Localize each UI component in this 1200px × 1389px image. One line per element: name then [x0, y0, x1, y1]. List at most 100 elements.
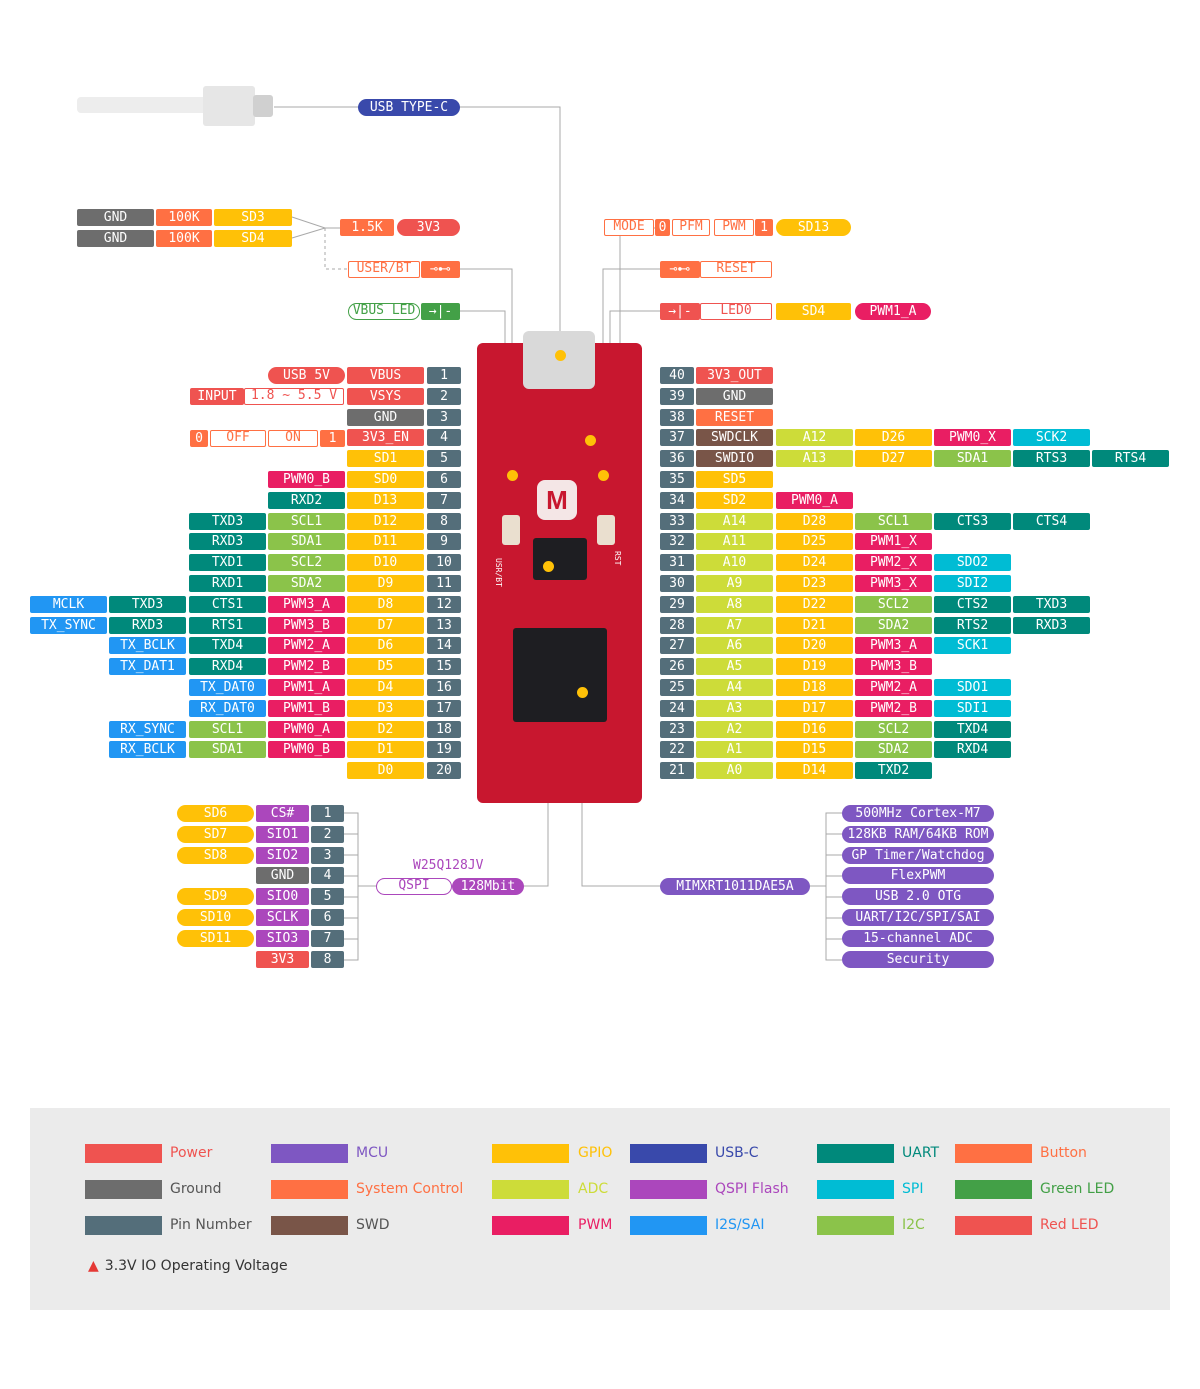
- pin-7-function: D13: [347, 491, 424, 509]
- legend-swatch-usbc: [630, 1144, 707, 1163]
- legend-label-i2c: I2C: [902, 1217, 925, 1233]
- pin-30-function: SDI2: [934, 575, 1011, 592]
- pin-12-function: D8: [347, 595, 424, 613]
- pin-27-function: A6: [696, 637, 773, 655]
- mcu-feature: USB 2.0 OTG: [842, 888, 994, 906]
- pin-number-27: 27: [660, 637, 694, 655]
- pin-11-function: SDA2: [268, 575, 345, 592]
- pin-16-function: D4: [347, 679, 424, 696]
- pin-14-function: TXD4: [189, 637, 266, 655]
- pin-number-18: 18: [427, 720, 461, 738]
- pin-25-function: A4: [696, 679, 773, 696]
- legend-label-mcu: MCU: [356, 1145, 389, 1161]
- pin-24-function: A3: [696, 699, 773, 717]
- legend-swatch-pinnum: [85, 1216, 162, 1235]
- pin-number-40: 40: [660, 367, 694, 384]
- qspi-label: QSPI: [376, 878, 452, 895]
- pin-number-25: 25: [660, 679, 694, 696]
- pin-13-function: PWM3_B: [268, 616, 345, 634]
- pin-number-9: 9: [427, 533, 461, 551]
- legend-label-adc: ADC: [578, 1181, 609, 1197]
- pin-35-function: SD5: [696, 471, 773, 488]
- pin-11-function: D9: [347, 575, 424, 592]
- pin-20-function: D0: [347, 762, 424, 780]
- pin-number-7: 7: [427, 491, 461, 509]
- legend-label-greenled: Green LED: [1040, 1181, 1115, 1197]
- pin-30-function: PWM3_X: [855, 575, 932, 592]
- pin-28-function: A7: [696, 616, 773, 634]
- led0-label: LED0: [700, 303, 772, 320]
- pin-number-33: 33: [660, 512, 694, 530]
- pin-12-function: CTS1: [189, 595, 266, 613]
- pin-23-function: D16: [776, 720, 853, 738]
- pin-22-function: SDA2: [855, 741, 932, 759]
- flash-pin-1-function: CS#: [256, 805, 309, 822]
- legend-label-i2s: I2S/SAI: [715, 1217, 765, 1233]
- resistor-100k-2: 100K: [156, 230, 212, 247]
- flash-size-label: 128Mbit: [452, 878, 524, 895]
- mcu-feature: UART/I2C/SPI/SAI: [842, 909, 994, 926]
- pin-25-function: PWM2_A: [855, 679, 932, 696]
- flash-pin-7-function: SIO3: [256, 929, 309, 947]
- pin-16-function: PWM1_A: [268, 679, 345, 696]
- pin-number-12: 12: [427, 595, 461, 613]
- pin-14-function: TX_BCLK: [109, 637, 186, 655]
- pin-22-function: A1: [696, 741, 773, 759]
- pin-13-function: RXD3: [109, 616, 186, 634]
- pin-18-function: D2: [347, 720, 424, 738]
- legend-label-uart: UART: [902, 1145, 940, 1161]
- pin-number-10: 10: [427, 554, 461, 572]
- pin-33-function: D28: [776, 512, 853, 530]
- pin-30-function: D23: [776, 575, 853, 592]
- pin-28-function: SDA2: [855, 616, 932, 634]
- gnd-label-1: GND: [77, 209, 154, 226]
- flash-pin-5: 5: [311, 888, 344, 906]
- input-range-label: 1.8 ~ 5.5 V: [244, 388, 344, 405]
- pin-number-2: 2: [427, 387, 461, 405]
- mode-label: MODE: [604, 219, 654, 236]
- pin-number-19: 19: [427, 741, 461, 759]
- reset-button-icon: ⊸⊷: [660, 261, 700, 278]
- pin-number-11: 11: [427, 575, 461, 592]
- legend-label-pwm: PWM: [578, 1217, 613, 1233]
- reset-button[interactable]: [597, 515, 615, 545]
- pin-21-function: D14: [776, 762, 853, 780]
- pin-number-20: 20: [427, 762, 461, 780]
- pin-number-3: 3: [427, 408, 461, 426]
- usb-connector: [253, 95, 273, 117]
- pin-number-29: 29: [660, 595, 694, 613]
- led0-sd4: SD4: [776, 303, 851, 320]
- pin-17-function: RX_DAT0: [189, 699, 266, 717]
- legend-label-button: Button: [1040, 1145, 1087, 1161]
- user-bt-label: USER/BT: [348, 261, 420, 278]
- pin-25-function: SDO1: [934, 679, 1011, 696]
- flash-pin-8-function: 3V3: [256, 950, 309, 968]
- pin-26-function: D19: [776, 658, 853, 676]
- pin-number-14: 14: [427, 637, 461, 655]
- callout-dot: [585, 435, 596, 446]
- pin-38-function: RESET: [696, 408, 773, 426]
- en-one: 1: [320, 430, 345, 447]
- pin-7-function: RXD2: [268, 491, 345, 509]
- pin-34-function: PWM0_A: [776, 491, 853, 509]
- pin-13-function: D7: [347, 616, 424, 634]
- flash-pin-4-function: GND: [256, 867, 309, 885]
- pin-23-function: TXD4: [934, 720, 1011, 738]
- pin-14-function: D6: [347, 637, 424, 655]
- pin-29-function: D22: [776, 595, 853, 613]
- pin-27-function: PWM3_A: [855, 637, 932, 655]
- pin-number-21: 21: [660, 762, 694, 780]
- flash-pin-1: 1: [311, 805, 344, 822]
- pin-number-26: 26: [660, 658, 694, 676]
- pin-13-function: RTS1: [189, 616, 266, 634]
- pin-33-function: CTS3: [934, 512, 1011, 530]
- pin-3-function: GND: [347, 408, 424, 426]
- pin-2-function: VSYS: [347, 387, 424, 405]
- user-button[interactable]: [502, 515, 520, 545]
- pin-23-function: SCL2: [855, 720, 932, 738]
- legend-label-ground: Ground: [170, 1181, 222, 1197]
- legend-swatch-mcu: [271, 1144, 348, 1163]
- sd4-label: SD4: [214, 230, 292, 247]
- pin-18-function: SCL1: [189, 720, 266, 738]
- flash-pin-5-function: SIO0: [256, 888, 309, 906]
